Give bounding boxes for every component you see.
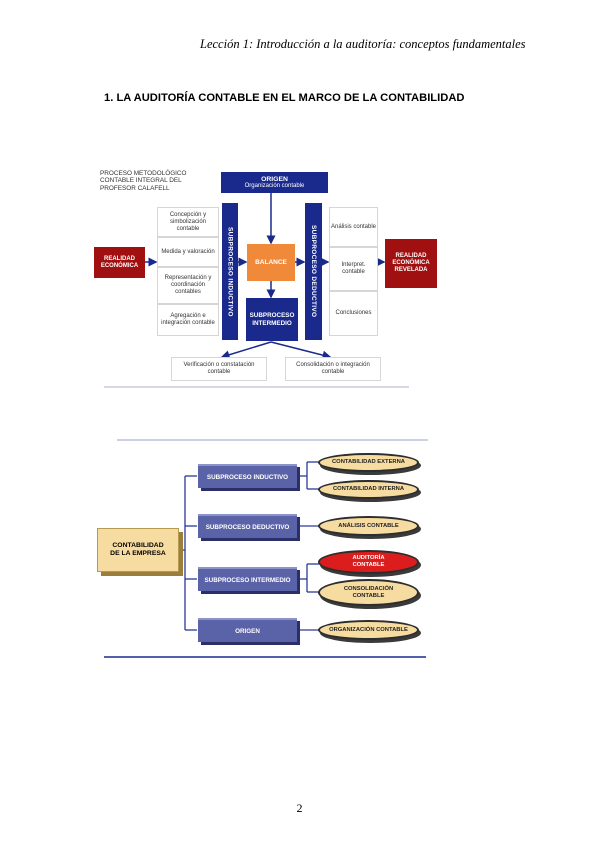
leaf-label: ANÁLISIS CONTABLE [338,522,399,529]
branch-label: SUBPROCESO INTERMEDIO [204,576,291,584]
root-contabilidad-empresa: CONTABILIDAD DE LA EMPRESA [97,528,179,572]
left-step: Representación y coordinación contables [157,267,219,304]
balance-label: BALANCE [255,259,287,266]
branch-inductivo: SUBPROCESO INDUCTIVO [198,464,297,488]
branch-deductivo: SUBPROCESO DEDUCTIVO [198,514,297,538]
consolidacion-label: Consolidación o integración contable [296,362,370,375]
root-label: CONTABILIDAD DE LA EMPRESA [110,542,166,557]
left-step: Concepción y simbolización contable [157,207,219,237]
intermedio-box: SUBPROCESO INTERMEDIO [246,298,298,341]
realidad-economica-label: REALIDAD ECONÓMICA [100,255,139,269]
verificacion-label: Verificación o constatación contable [183,362,255,375]
left-step-label: Representación y coordinación contables [164,275,212,295]
left-step-label: Agregación e integración contable [161,313,215,326]
origen-subtitle: Organización contable [244,183,305,189]
verificacion-box: Verificación o constatación contable [171,357,267,381]
right-step-label: Conclusiones [335,310,372,316]
leaf-label: CONTABILIDAD EXTERNA [332,459,405,465]
leaf-contabilidad-interna: CONTABILIDAD INTERNA [318,480,419,499]
balance-box: BALANCE [247,244,295,281]
branch-intermedio: SUBPROCESO INTERMEDIO [198,567,297,591]
note-line: PROCESO METODOLÓGICO [100,170,187,177]
leaf-analisis-contable: ANÁLISIS CONTABLE [318,516,419,536]
page-header: Lección 1: Introducción a la auditoría: … [200,37,526,51]
deductivo-label: SUBPROCESO DEDUCTIVO [310,225,317,318]
note-line: PROFESOR CALAFELL [100,184,170,192]
leaf-label: AUDITORÍA CONTABLE [352,555,385,568]
right-step: Interpret. contable [329,247,378,291]
realidad-revelada-box: REALIDAD ECONÓMICA REVELADA [385,239,437,288]
origen-title: ORIGEN [261,176,288,183]
inductivo-bar: SUBPROCESO INDUCTIVO [222,203,238,340]
deductivo-bar: SUBPROCESO DEDUCTIVO [305,203,322,340]
consolidacion-box: Consolidación o integración contable [285,357,381,381]
left-step: Agregación e integración contable [157,304,219,336]
branch-label: SUBPROCESO DEDUCTIVO [205,523,290,531]
leaf-organizacion-contable: ORGANIZACIÓN CONTABLE [318,620,419,640]
note-line: CONTABLE INTEGRAL DEL [100,177,182,185]
methodology-note: PROCESO METODOLÓGICO CONTABLE INTEGRAL D… [100,170,187,192]
leaf-label: CONSOLIDACIÓN CONTABLE [343,585,394,599]
origen-box: ORIGEN Organización contable [221,172,328,193]
inductivo-label: SUBPROCESO INDUCTIVO [226,226,234,317]
realidad-economica-box: REALIDAD ECONÓMICA [94,247,145,278]
right-step-label: Análisis contable [330,223,377,230]
right-step-label: Interpret. contable [341,262,366,275]
branch-label: ORIGEN [235,627,260,635]
leaf-label: ORGANIZACIÓN CONTABLE [329,626,408,633]
intermedio-label: SUBPROCESO INTERMEDIO [249,311,295,327]
section-heading: 1. LA AUDITORÍA CONTABLE EN EL MARCO DE … [104,92,465,104]
left-step: Medida y valoración [157,237,219,267]
right-step: Conclusiones [329,291,378,336]
branch-label: SUBPROCESO INDUCTIVO [206,473,289,481]
right-step: Análisis contable [329,207,378,247]
page-number: 2 [296,801,303,815]
realidad-revelada-label: REALIDAD ECONÓMICA REVELADA [392,253,430,273]
leaf-label: CONTABILIDAD INTERNA [332,486,405,492]
left-step-label: Concepción y simbolización contable [169,211,207,232]
leaf-contabilidad-externa: CONTABILIDAD EXTERNA [318,453,419,472]
leaf-consolidacion-contable: CONSOLIDACIÓN CONTABLE [318,579,419,606]
branch-origen: ORIGEN [198,618,297,642]
left-step-label: Medida y valoración [161,248,215,255]
leaf-auditoria-contable: AUDITORÍA CONTABLE [318,550,419,574]
